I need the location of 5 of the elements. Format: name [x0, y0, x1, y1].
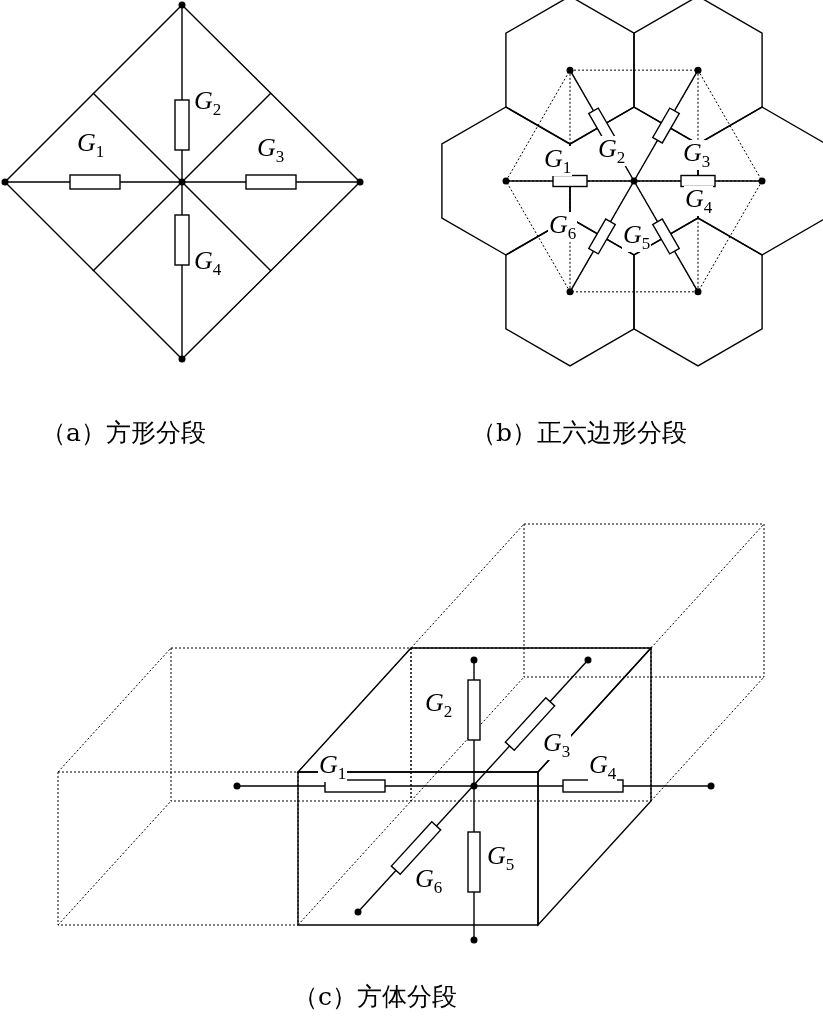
conductance-label: G$_{4}$ [684, 186, 714, 217]
conductance-label: G$_{2}$ [597, 136, 627, 167]
conductance-label: G$_{1}$ [543, 146, 573, 177]
conductance-label: G$_{6}$ [548, 212, 578, 243]
conductance-label: G$_{3}$ [682, 140, 712, 171]
